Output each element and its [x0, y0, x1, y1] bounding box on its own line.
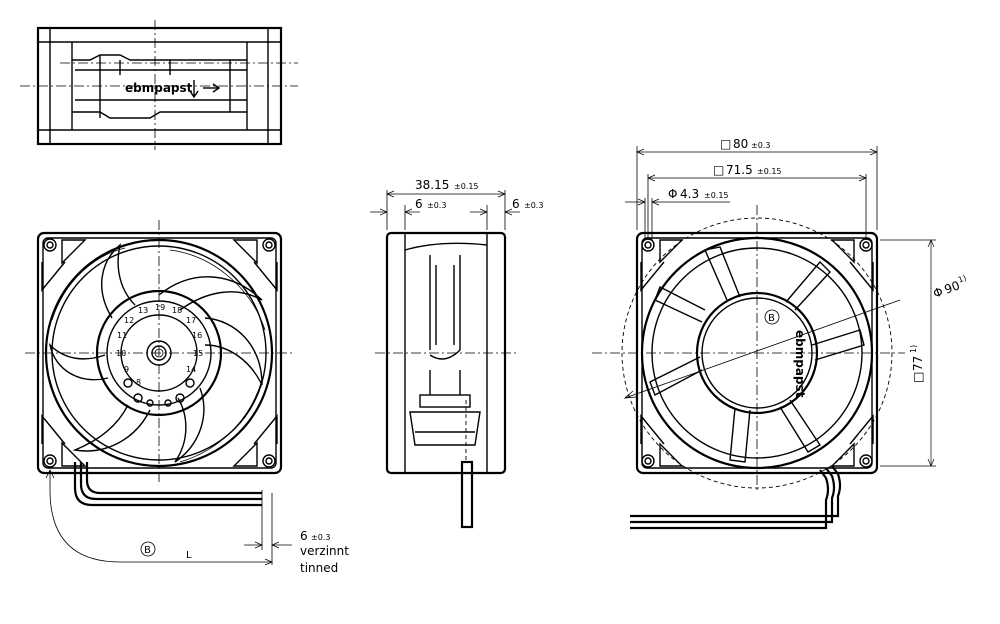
top-side-view: ebmpapst [20, 20, 298, 150]
front-view-left: 19 18 17 16 15 14 13 12 11 10 9 8 [25, 220, 349, 575]
hole-pitch-tol: ±0.15 [757, 167, 782, 176]
datum-b-label: B [144, 545, 151, 556]
hub-num: 18 [172, 306, 182, 315]
hub-num: 13 [138, 306, 148, 315]
length-l-label: L [186, 550, 192, 561]
flange-right-tol: ±0.3 [524, 201, 543, 210]
hole-dia-symbol: Φ [668, 187, 677, 201]
venturi-dia-label: Φ 90 1) [931, 273, 968, 300]
hub-num: 19 [155, 303, 165, 312]
hole-dia-tol: ±0.15 [704, 191, 729, 200]
datum-b-marker-rear [764, 309, 780, 325]
hole-pitch-value: 71.5 [726, 163, 753, 177]
outer-square-tol: ±0.3 [751, 141, 770, 150]
inner-square-symbol: □ [911, 372, 925, 383]
datum-b-label-rear: B [768, 313, 775, 324]
depth-tol: ±0.15 [454, 182, 479, 191]
flange-left-tol: ±0.3 [427, 201, 446, 210]
flange-right-value: 6 [512, 197, 520, 211]
datum-b-marker [140, 541, 156, 557]
hub-num: 15 [193, 349, 203, 358]
hub-num: 16 [192, 331, 202, 340]
inner-square-note: 1) [909, 345, 918, 353]
brand-label-top: ebmpapst [125, 81, 193, 95]
hole-pitch-symbol: □ [713, 163, 724, 177]
venturi-dia-value: 90 [943, 278, 962, 296]
hub-num: 17 [186, 316, 196, 325]
wire-note-en: tinned [300, 561, 338, 575]
outer-square-value: 80 [733, 137, 748, 151]
side-view-center: 38.15 ±0.15 6 ±0.3 6 ±0.3 [370, 178, 543, 529]
wire-note-de: verzinnt [300, 544, 349, 558]
depth-value: 38.15 [415, 178, 449, 192]
hub-num: 9 [124, 365, 129, 374]
brand-label-rear: ebmpapst [793, 330, 807, 398]
hub-num: 11 [117, 331, 127, 340]
hole-dia-value: 4.3 [680, 187, 699, 201]
venturi-dia-symbol: Φ [931, 284, 945, 300]
hub-num: 14 [186, 365, 196, 374]
hub-num: 12 [124, 316, 134, 325]
hub-num: 8 [136, 378, 141, 387]
hub-number-ring: 19 18 17 16 15 14 13 12 11 10 9 8 [116, 303, 203, 387]
inner-square-value: 77 [911, 356, 925, 371]
flange-left-value: 6 [415, 197, 423, 211]
venturi-dia-note: 1) [957, 273, 968, 284]
outer-square-symbol: □ [720, 137, 731, 151]
strip-length-value: 6 [300, 529, 308, 543]
rear-view-right: ebmpapst B □ 80 ±0.3 □ 71.5 ±0.15 [592, 137, 968, 530]
hub-num: 10 [116, 349, 126, 358]
strip-length-tol: ±0.3 [311, 533, 330, 542]
inner-square-label: □ 77 1) [909, 345, 925, 383]
